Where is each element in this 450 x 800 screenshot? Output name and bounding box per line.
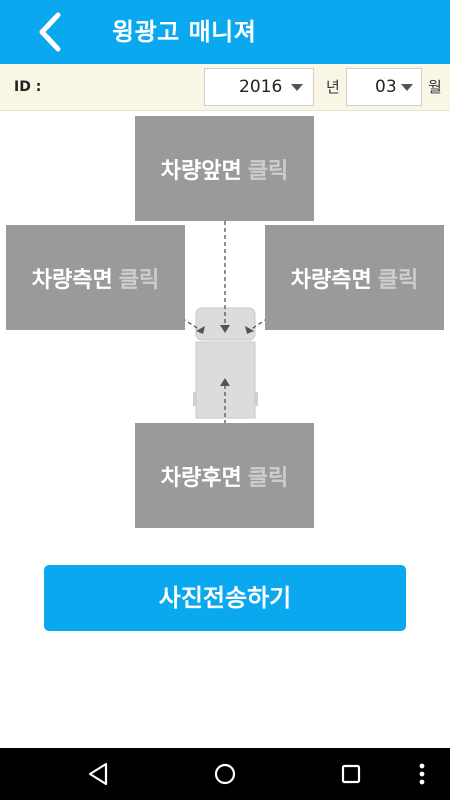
id-label: ID : — [14, 79, 42, 95]
rear-tile-label: 차량후면 — [160, 465, 242, 491]
rear-photo-tile[interactable]: 차량후면 클릭 — [135, 423, 314, 528]
id-date-bar: ID : 2016 년 03 월 — [0, 64, 450, 111]
front-tile-label: 차량앞면 — [160, 158, 242, 184]
vehicle-diagram — [150, 197, 300, 448]
home-circle-icon — [214, 763, 236, 785]
right-tile-click: 클릭 — [377, 267, 419, 293]
back-triangle-icon — [88, 762, 108, 786]
front-photo-tile[interactable]: 차량앞면 클릭 — [135, 116, 314, 221]
recents-square-icon — [341, 764, 361, 784]
dropdown-arrow-icon — [291, 84, 303, 91]
app-header: 윙광고 매니져 — [0, 0, 450, 64]
month-unit-label: 월 — [428, 78, 442, 96]
year-value: 2016 — [239, 77, 283, 97]
right-tile-label: 차량측면 — [290, 267, 372, 293]
left-side-photo-tile[interactable]: 차량측면 클릭 — [6, 225, 185, 330]
send-photos-button[interactable]: 사진전송하기 — [44, 565, 406, 631]
right-side-photo-tile[interactable]: 차량측면 클릭 — [265, 225, 444, 330]
month-value: 03 — [375, 77, 397, 97]
left-tile-click: 클릭 — [118, 267, 160, 293]
dropdown-arrow-icon — [401, 84, 413, 91]
rear-tile-click: 클릭 — [247, 465, 289, 491]
year-select[interactable]: 2016 — [204, 68, 314, 106]
chevron-left-icon — [39, 12, 61, 52]
month-select[interactable]: 03 — [346, 68, 422, 106]
nav-more-button[interactable] — [414, 760, 430, 788]
front-tile-click: 클릭 — [247, 158, 289, 184]
page-title: 윙광고 매니져 — [112, 18, 257, 46]
more-vert-icon — [419, 763, 425, 785]
system-nav-bar — [0, 748, 450, 800]
left-tile-label: 차량측면 — [31, 267, 113, 293]
nav-recents-button[interactable] — [337, 760, 365, 788]
nav-back-button[interactable] — [84, 760, 112, 788]
year-unit-label: 년 — [326, 78, 340, 96]
back-button[interactable] — [30, 10, 74, 54]
nav-home-button[interactable] — [211, 760, 239, 788]
